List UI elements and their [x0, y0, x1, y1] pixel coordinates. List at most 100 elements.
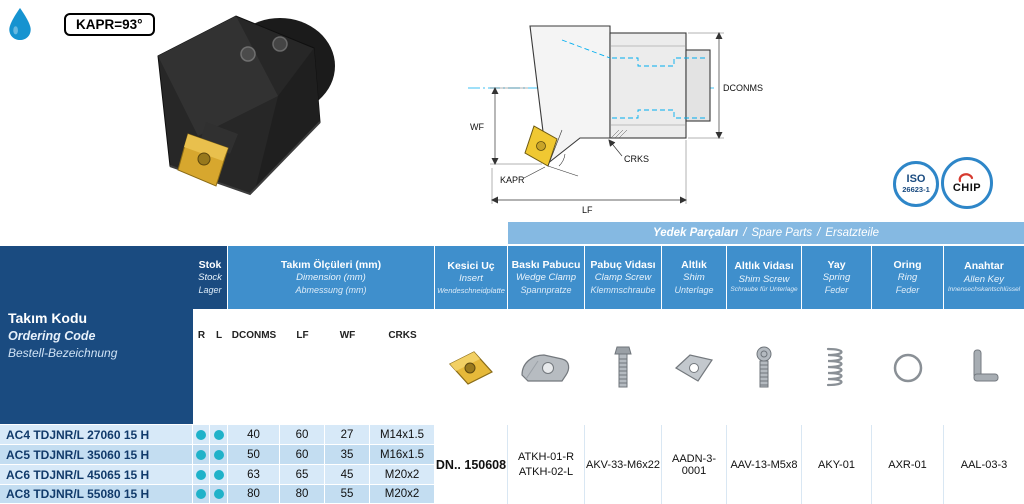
spring-header: Yay Spring Feder	[802, 246, 872, 310]
label-en: Stock	[198, 272, 222, 284]
shim-screw-icon	[756, 346, 772, 387]
wedge-clamp-header: Baskı Pabucu Wedge Clamp Spannpratze	[508, 246, 585, 310]
banner-en: Spare Parts	[751, 227, 813, 239]
oring-code-cell: AXR-01	[872, 425, 944, 504]
tool-photo	[157, 15, 335, 196]
stock-header: Stok Stock Lager	[193, 246, 228, 310]
code-cell: AC6 TDJNR/L 45065 15 H	[0, 465, 193, 485]
wedge-clamp-code-l: ATKH-02-L	[518, 466, 574, 478]
label-tr: Takım Kodu	[8, 310, 88, 326]
label-en: Allen Key	[963, 273, 1005, 285]
wf-cell: 27	[325, 425, 370, 445]
allen-key-icon	[973, 349, 999, 381]
separator: /	[743, 227, 747, 239]
wedge-clamp-code-r: ATKH-01-R	[517, 451, 575, 463]
label-de: Innensechskantschlüssel	[947, 286, 1021, 294]
label-tr: Anahtar	[964, 260, 1004, 273]
spare-parts-banner: Yedek Parçaları / Spare Parts / Ersatzte…	[508, 222, 1024, 246]
banner-tr: Yedek Parçaları	[652, 227, 739, 239]
stock-dot-r	[196, 469, 206, 480]
lf-dim-label: LF	[582, 205, 593, 215]
label-de: Unterlage	[674, 284, 714, 295]
label-en: Insert	[459, 273, 483, 285]
stock-dot-r	[196, 429, 206, 440]
code-cell: AC4 TDJNR/L 27060 15 H	[0, 425, 193, 445]
spring-icon-cell	[802, 310, 872, 425]
stock-r-cell	[193, 485, 210, 504]
label-tr: Pabuç Vidası	[590, 258, 656, 271]
allen-key-icon-cell	[944, 310, 1024, 425]
dimensions-header: Takım Ölçüleri (mm) Dimension (mm) Abmes…	[228, 246, 435, 310]
lf-cell: 60	[280, 445, 325, 465]
label-tr: Yay	[827, 258, 846, 271]
stock-dot-l	[213, 429, 224, 440]
label-tr: Kesici Uç	[447, 259, 495, 272]
label-en: Spring	[822, 272, 851, 284]
shim-screw-header: Altlık Vidası Shim Screw Schraube für Un…	[727, 246, 802, 310]
label-de: Schraube für Unterlage	[730, 286, 798, 294]
label-en: Dimension (mm)	[296, 272, 366, 284]
label-en: Shim Screw	[738, 273, 790, 285]
technical-drawing: KAPR WF CRKS LF DCONMS	[468, 25, 763, 215]
code-cell: AC8 TDJNR/L 55080 15 H	[0, 485, 193, 504]
label-de: Abmessung (mm)	[295, 284, 367, 295]
crks-cell: M14x1.5	[370, 425, 435, 445]
stock-dot-l	[213, 449, 224, 460]
sub-header-dconms: DCONMS	[228, 310, 280, 425]
sub-header-wf: WF	[325, 310, 370, 425]
shim-screw-icon-cell	[727, 310, 802, 425]
crks-cell: M20x2	[370, 485, 435, 504]
label-en: Ordering Code	[8, 329, 96, 343]
label-de: Spannpratze	[520, 284, 572, 295]
insert-code-cell: DN.. 150608	[435, 425, 508, 504]
lf-cell: 65	[280, 465, 325, 485]
label-tr: Altlık	[681, 258, 707, 271]
label-de: Lager	[198, 284, 222, 295]
separator: /	[817, 227, 821, 239]
wedge-clamp-icon-cell	[508, 310, 585, 425]
chip-badge: CHIP	[941, 157, 993, 209]
shim-icon	[675, 353, 713, 382]
shim-icon-cell	[662, 310, 727, 425]
dconms-dim-label: DCONMS	[723, 83, 763, 93]
shim-header: Altlık Shim Unterlage	[662, 246, 727, 310]
insert-icon	[449, 350, 493, 385]
stock-dot-l	[213, 469, 224, 480]
shim-code-cell: AADN-3-0001	[662, 425, 727, 504]
lf-cell: 60	[280, 425, 325, 445]
oring-icon-cell	[872, 310, 944, 425]
clamp-screw-icon	[614, 346, 632, 387]
lf-cell: 80	[280, 485, 325, 504]
kapr-angle-label: KAPR=93°	[64, 13, 155, 36]
stock-r-cell	[193, 425, 210, 445]
wedge-clamp-code-cell: ATKH-01-R ATKH-02-L	[508, 425, 585, 504]
dconms-cell: 40	[228, 425, 280, 445]
stock-l-cell	[210, 425, 228, 445]
label-tr: Altlık Vidası	[734, 260, 794, 273]
sub-header-lf: LF	[280, 310, 325, 425]
wf-cell: 35	[325, 445, 370, 465]
shim-screw-code-cell: AAV-13-M5x8	[727, 425, 802, 504]
coolant-drop-icon	[9, 7, 31, 41]
banner-de: Ersatzteile	[825, 227, 880, 239]
crks-dim-label: CRKS	[624, 154, 649, 164]
label-de: Klemmschraube	[590, 284, 656, 295]
label-en: Wedge Clamp	[515, 272, 577, 284]
iso-badge: ISO 26623-1	[893, 161, 939, 207]
insert-header: Kesici Uç Insert Wendeschneidplatte	[435, 246, 508, 310]
sub-header-crks: CRKS	[370, 310, 435, 425]
chip-curl-icon	[958, 173, 974, 183]
dconms-cell: 50	[228, 445, 280, 465]
wf-cell: 45	[325, 465, 370, 485]
label-en: Shim	[683, 272, 705, 284]
stock-l-cell	[210, 465, 228, 485]
code-cell: AC5 TDJNR/L 35060 15 H	[0, 445, 193, 465]
clamp-screw-icon-cell	[585, 310, 662, 425]
wedge-clamp-icon	[521, 353, 570, 382]
sub-header-l: L	[210, 310, 228, 425]
allen-key-code-cell: AAL-03-3	[944, 425, 1024, 504]
wf-dim-label: WF	[470, 122, 484, 132]
label-de: Feder	[895, 284, 920, 295]
stock-dot-l	[213, 489, 224, 499]
